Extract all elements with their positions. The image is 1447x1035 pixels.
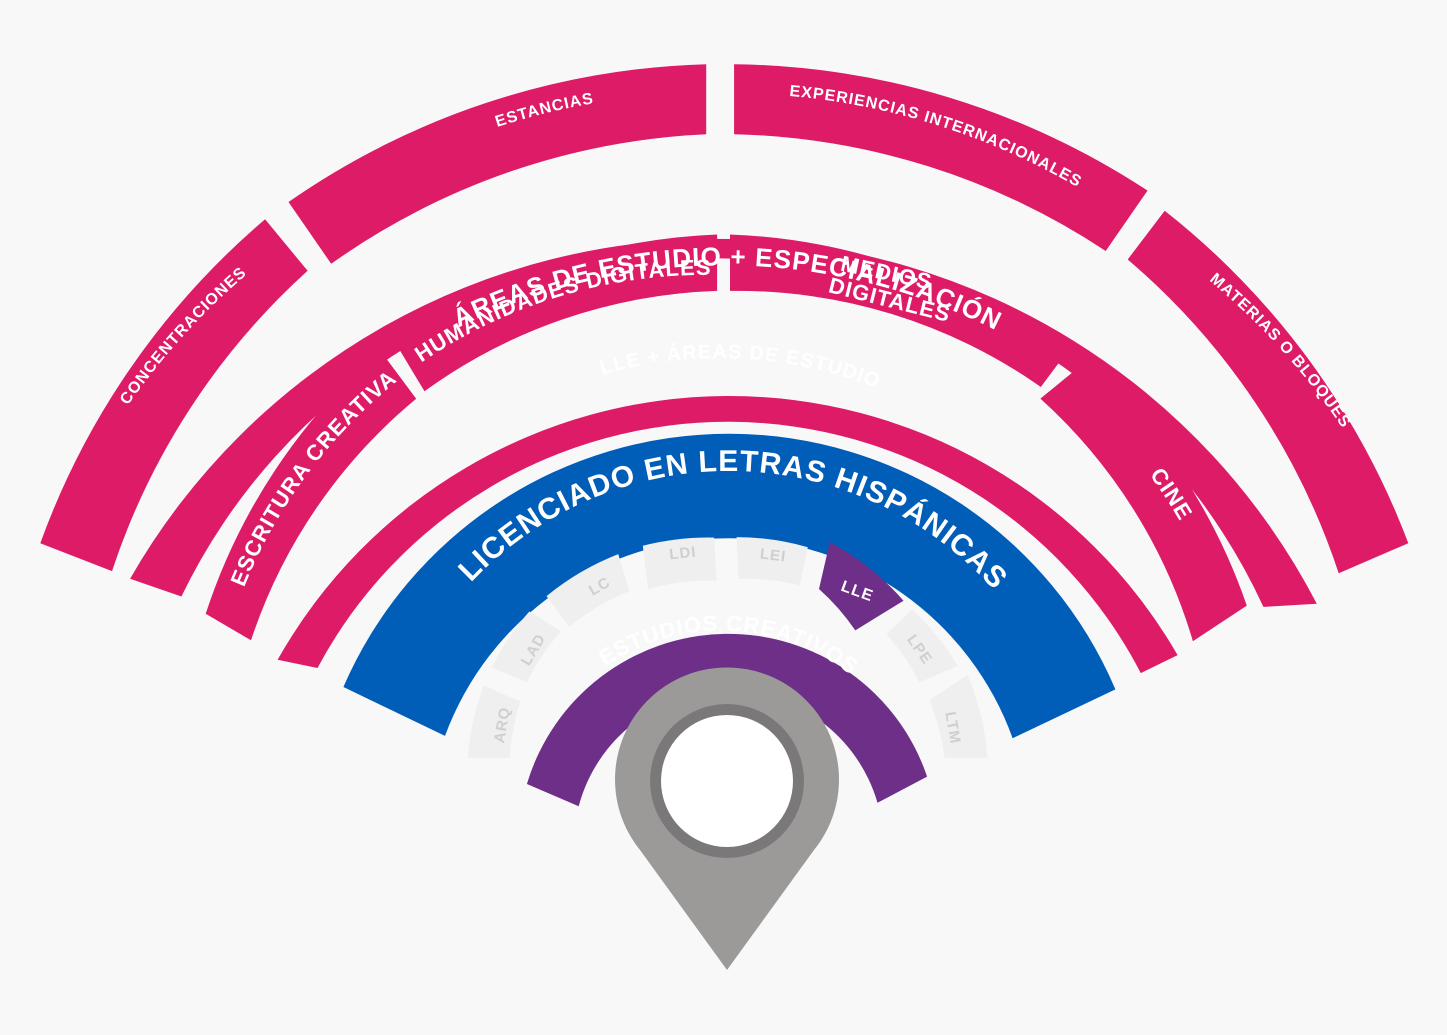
program-lle[interactable]: LLE (819, 542, 904, 631)
segment-escritura-creativa[interactable] (205, 350, 417, 641)
program-lad[interactable]: LAD (491, 611, 562, 683)
segment-medios-digitales[interactable] (730, 234, 1066, 388)
segment-licenciado-letras-hispanicas[interactable] (343, 433, 1116, 739)
segment-cine[interactable] (1040, 361, 1247, 642)
programs-ring: ARQ LAD LC LDI LEI LLE LPE LTM (467, 537, 988, 758)
label-lle-areas-estudio: LLE + ÁREAS DE ESTUDIO (598, 341, 884, 393)
segment-estudios-creativos[interactable] (526, 633, 928, 807)
program-arq-label: ARQ (491, 706, 514, 745)
program-lpe[interactable]: LPE (886, 609, 958, 683)
program-lc[interactable]: LC (546, 554, 630, 627)
program-ldi[interactable]: LDI (642, 537, 717, 590)
program-arq[interactable]: ARQ (467, 685, 521, 758)
segment-experiencias-internacionales[interactable] (734, 64, 1148, 251)
segment-estancias[interactable] (288, 64, 707, 264)
program-lei[interactable]: LEI (736, 537, 808, 586)
segment-lle-areas-estudio[interactable] (277, 395, 1178, 674)
program-ltm[interactable]: LTM (929, 674, 988, 758)
outer-ring (40, 64, 1409, 574)
degree-ring (343, 433, 1116, 739)
program-ltm-label: LTM (941, 710, 963, 745)
location-pin-icon (615, 667, 840, 970)
program-ldi-label: LDI (669, 544, 698, 564)
segment-materias-o-bloques[interactable] (1127, 210, 1409, 574)
segment-concentraciones[interactable] (40, 219, 308, 572)
lle-ring (277, 395, 1178, 674)
studies-ring (526, 633, 928, 807)
segment-humanidades-digitales[interactable] (396, 234, 718, 392)
program-lei-label: LEI (759, 545, 787, 565)
specialties-ring (205, 234, 1247, 642)
